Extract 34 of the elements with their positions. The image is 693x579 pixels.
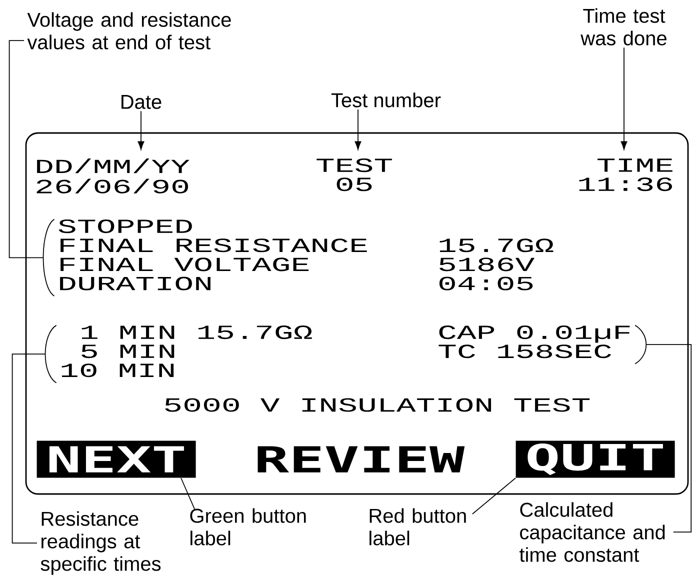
display-text: TEST 05	[316, 158, 392, 192]
arrow	[620, 47, 628, 150]
node-label: 5186V	[440, 258, 535, 272]
leader-line	[472, 478, 516, 514]
callout-label: Test number	[331, 92, 441, 108]
callout-label: Time test was done	[580, 8, 666, 46]
arrow	[354, 109, 362, 150]
callout-label: Green button label	[190, 508, 306, 546]
node-label: FINAL RESISTANCE	[60, 238, 367, 252]
arrow	[138, 110, 144, 150]
display-text: STOPPED FINAL RESISTANCE 15.7GΩ FINAL VOLTAGE 5186V DURATION 04:05	[58, 220, 554, 290]
node-label: DURATION	[60, 276, 210, 290]
callout-label: Resistance readings at specific times	[40, 511, 161, 575]
leader-line	[8, 40, 44, 258]
display-title: 5000 V INSULATION TEST	[165, 398, 590, 412]
leader-line	[12, 354, 46, 544]
node-label: 15.7GΩ	[440, 238, 554, 252]
softkey-label: NEXT	[36, 440, 196, 478]
leader-line	[646, 344, 692, 532]
leader-line	[180, 478, 196, 510]
display-text: TIME 11:36	[579, 158, 672, 192]
softkey-label: REVIEW	[258, 446, 465, 472]
display-text: 1 MIN 15.7GΩ 5 MIN 10 MIN	[62, 326, 312, 378]
callout-label: Date	[122, 95, 162, 109]
node-label: STOPPED	[58, 220, 192, 234]
callout-label: Calculated capacitance and time constant	[520, 502, 665, 562]
display-text: CAP 0.01µF TC 158SEC	[438, 326, 630, 358]
callout-label: Voltage and resistance values at end of test	[27, 12, 231, 50]
node-label: 04:05	[439, 276, 533, 290]
callout-label: Red button label	[370, 508, 466, 546]
softkey-label: QUIT	[516, 440, 675, 478]
node-label: FINAL VOLTAGE	[60, 258, 309, 272]
display-screen	[25, 132, 689, 495]
display-text: DD/MM/YY 26/06/90	[36, 158, 190, 194]
